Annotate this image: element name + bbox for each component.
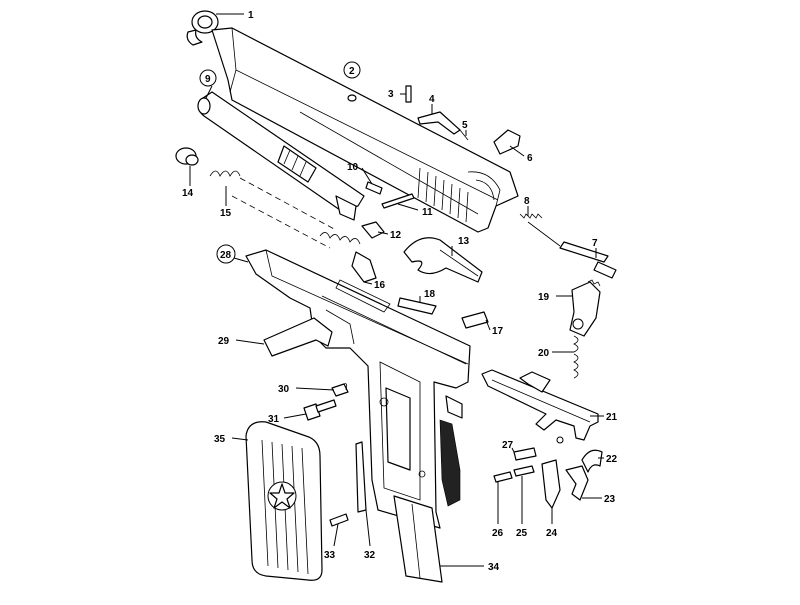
callout-22: 22	[606, 454, 618, 465]
callout-3: 3	[388, 89, 394, 100]
part-22-sear	[581, 449, 603, 473]
part-23-disconnector	[565, 465, 589, 501]
part-17-block	[461, 311, 489, 329]
part-29-slide-stop	[263, 317, 333, 357]
part-21-sear-housing	[481, 369, 599, 444]
part-31-screw	[303, 399, 337, 421]
callout-33: 33	[324, 550, 336, 561]
callout-7: 7	[592, 238, 598, 249]
leader-lines	[189, 13, 604, 567]
part-13-trigger	[403, 237, 483, 283]
callout-5: 5	[462, 120, 468, 131]
callout-10: 10	[347, 162, 359, 173]
callout-30: 30	[278, 384, 290, 395]
callout-4: 4	[429, 94, 435, 105]
callout-24: 24	[546, 528, 558, 539]
part-26-pin	[493, 471, 513, 483]
part-25-pin	[513, 465, 535, 477]
callout-27: 27	[502, 440, 514, 451]
part-32-mag-catch	[355, 441, 367, 513]
callout-31: 31	[268, 414, 280, 425]
callout-29: 29	[218, 336, 230, 347]
part-7-firing-pin	[527, 221, 617, 279]
callout-12: 12	[390, 230, 402, 241]
callout-ring-28	[216, 244, 236, 264]
callout-21: 21	[606, 412, 618, 423]
callout-labels: 1 2 3 4 5 6 7 8 9 10 11 12 13 14 15 16 1…	[182, 10, 618, 573]
part-20-spring	[573, 335, 579, 379]
callout-15: 15	[220, 208, 232, 219]
part-1-barrel-bushing	[186, 10, 219, 46]
part-33-pin	[329, 513, 349, 527]
part-frame	[245, 249, 471, 529]
part-8-firing-pin-spring	[519, 213, 543, 219]
callout-2: 2	[349, 66, 355, 77]
callout-34: 34	[488, 562, 500, 573]
part-slide	[211, 27, 519, 233]
part-18-strut	[397, 297, 437, 315]
part-2-callout-ring	[343, 61, 361, 79]
part-10-pin	[365, 181, 383, 195]
callout-23: 23	[604, 494, 616, 505]
part-16-spring-guide	[319, 232, 377, 283]
slide-serrations	[417, 167, 469, 223]
part-27-pin	[513, 447, 537, 461]
callout-18: 18	[424, 289, 436, 300]
part-9-barrel	[197, 91, 365, 221]
part-3-pin	[405, 85, 412, 103]
callout-8: 8	[524, 196, 530, 207]
callout-28: 28	[220, 250, 232, 261]
part-14-spring-plug	[175, 147, 199, 166]
callout-13: 13	[458, 236, 470, 247]
callout-35: 35	[214, 434, 226, 445]
callout-11: 11	[422, 207, 433, 218]
part-5-pin	[459, 129, 469, 141]
part-15-recoil-spring	[209, 170, 241, 177]
spring-guide-line	[239, 177, 337, 231]
callout-19: 19	[538, 292, 550, 303]
callout-26: 26	[492, 528, 504, 539]
part-34-magazine	[393, 495, 443, 583]
callout-14: 14	[182, 188, 194, 199]
part-11-link-pin	[381, 193, 415, 209]
callout-25: 25	[516, 528, 528, 539]
part-35-grip-panel	[245, 421, 323, 581]
callout-17: 17	[492, 326, 504, 337]
callout-ring-9	[199, 69, 217, 87]
part-30-bushing	[331, 383, 349, 397]
callout-20: 20	[538, 348, 550, 359]
part-12-link	[361, 221, 385, 239]
callout-16: 16	[374, 280, 386, 291]
part-4-extractor	[417, 111, 461, 135]
callout-1: 1	[248, 10, 254, 21]
part-19-hammer	[569, 279, 601, 337]
callout-9: 9	[205, 74, 211, 85]
callout-32: 32	[364, 550, 376, 561]
part-24-sear	[541, 459, 561, 509]
callout-6: 6	[527, 153, 533, 164]
spring-guide-line-2	[231, 195, 331, 249]
